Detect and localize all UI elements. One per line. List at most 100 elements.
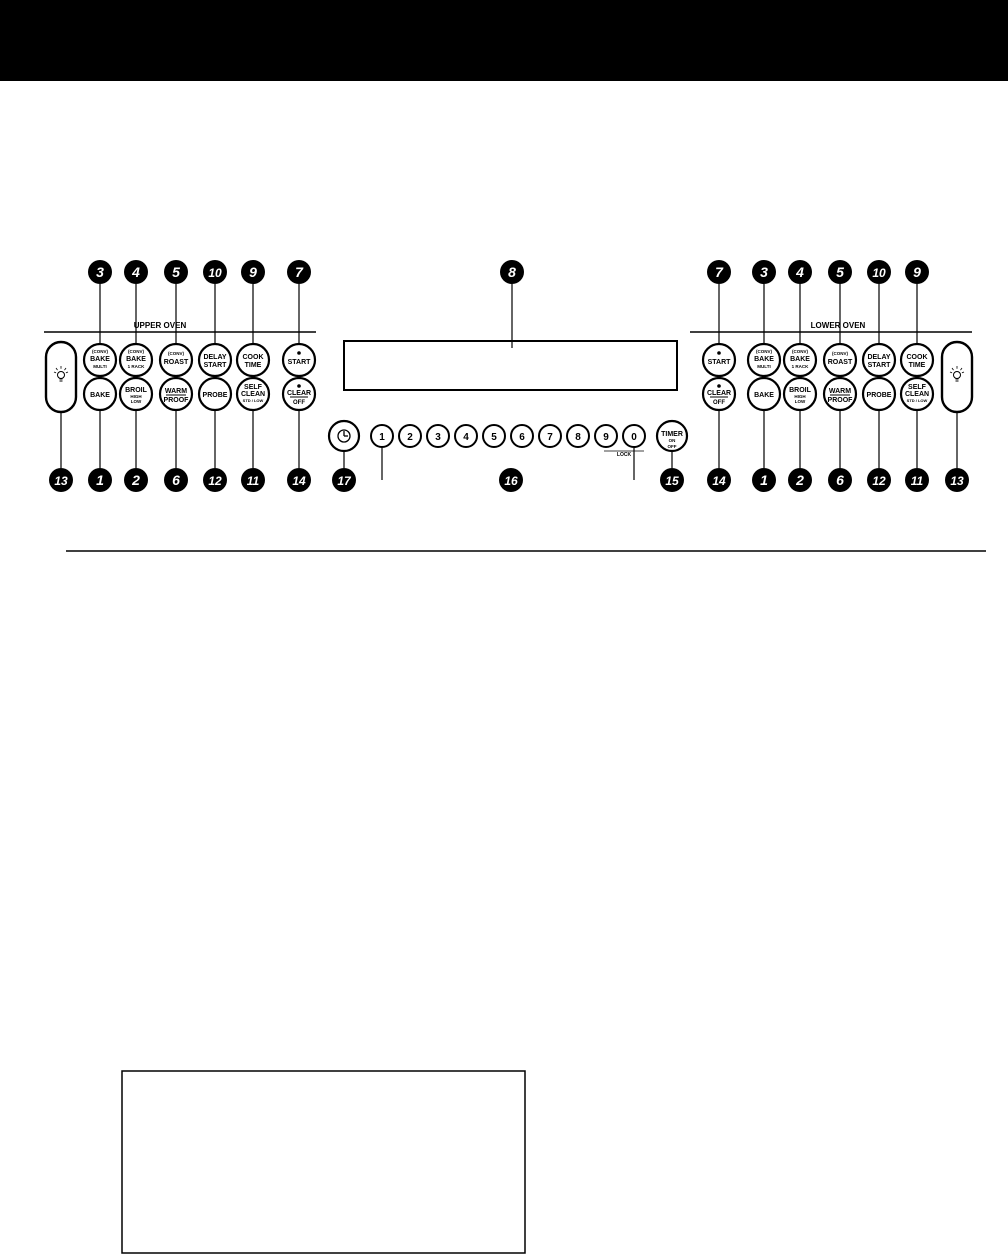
upper-bottom-callout-1-number: 1 xyxy=(96,472,104,488)
upper-self-clean-button-l1: SELF xyxy=(244,384,263,391)
upper-bottom-callout-6: 6 xyxy=(164,468,188,492)
upper-warm-proof-button-l1: WARM xyxy=(165,388,187,395)
note-box xyxy=(121,1070,526,1254)
display-callout-number: 8 xyxy=(508,264,516,280)
lower-conv-bake-1rack-button-main: BAKE xyxy=(790,356,810,363)
upper-start-button[interactable]: START xyxy=(281,342,317,378)
lower-bottom-callout-11-number: 11 xyxy=(911,474,924,488)
digit-label: 4 xyxy=(463,432,469,443)
upper-probe-button-l1: PROBE xyxy=(203,392,228,399)
digit-key-3[interactable]: 3 xyxy=(426,424,450,448)
digit-key-7[interactable]: 7 xyxy=(538,424,562,448)
lower-cook-time-button-main: COOK xyxy=(907,354,928,361)
upper-self-clean-button-l3: STD / LOW xyxy=(243,398,264,403)
digit-label: 8 xyxy=(575,432,581,443)
header-bar xyxy=(0,0,1008,81)
digit-key-2[interactable]: 2 xyxy=(398,424,422,448)
upper-conv-roast-button[interactable]: (CONV)ROAST xyxy=(158,342,194,378)
digit-key-1[interactable]: 1 xyxy=(370,424,394,448)
upper-bottom-callout-2-number: 2 xyxy=(131,472,140,488)
digit-key-4[interactable]: 4 xyxy=(454,424,478,448)
upper-conv-bake-1rack-button-sub: 1 RACK xyxy=(128,364,146,369)
upper-probe-button[interactable]: PROBE xyxy=(197,376,233,412)
lower-callout-7: 7 xyxy=(707,260,731,284)
timer-label: TIMER xyxy=(661,431,683,438)
upper-clear-off-button-l2: CLEAR xyxy=(287,390,311,397)
lower-probe-button-l1: PROBE xyxy=(867,392,892,399)
lower-callout-4: 4 xyxy=(788,260,812,284)
upper-oven-label: UPPER OVEN xyxy=(134,321,187,330)
lower-start-button-label: START xyxy=(708,359,732,366)
upper-cook-time-button-sub: TIME xyxy=(245,362,262,369)
lower-self-clean-button-l2: CLEAN xyxy=(905,391,929,398)
clock-callout-number: 17 xyxy=(337,474,352,488)
lower-bottom-callout-1: 1 xyxy=(752,468,776,492)
light-bulb-icon xyxy=(53,366,69,382)
timer-callout: 15 xyxy=(660,468,684,492)
lower-light-button[interactable] xyxy=(940,340,974,414)
lower-conv-roast-button[interactable]: (CONV) ROAST xyxy=(822,342,858,378)
lower-bottom-callout-14: 14 xyxy=(707,468,731,492)
upper-callout-3: 3 xyxy=(88,260,112,284)
timer-on-label: ON xyxy=(669,438,676,443)
lower-conv-roast-button-top: (CONV) xyxy=(832,351,848,356)
lower-conv-roast-button-main: ROAST xyxy=(828,359,853,366)
digits-callout: 16 xyxy=(499,468,523,492)
upper-callout-7-number: 7 xyxy=(295,264,304,280)
digits-callout-number: 16 xyxy=(504,474,518,488)
digit-key-6[interactable]: 6 xyxy=(510,424,534,448)
display-callout: 8 xyxy=(500,260,524,284)
lower-callout-7-number: 7 xyxy=(715,264,724,280)
lower-clear-off-button-l3: OFF xyxy=(713,400,725,406)
upper-bottom-callout-12-number: 12 xyxy=(208,474,222,488)
upper-bake-button[interactable]: BAKE xyxy=(82,376,118,412)
digit-key-0[interactable]: 0 xyxy=(622,424,646,448)
upper-bottom-callout-13: 13 xyxy=(49,468,73,492)
lower-start-button[interactable]: START xyxy=(701,342,737,378)
upper-start-button-label: START xyxy=(288,359,312,366)
upper-light-button[interactable] xyxy=(44,340,78,414)
upper-conv-bake-multi-button-sub: MULTI xyxy=(93,364,106,369)
upper-bottom-callout-13-number: 13 xyxy=(54,474,68,488)
upper-conv-bake-multi-button-top: (CONV) xyxy=(92,349,108,354)
digit-key-9[interactable]: 9 xyxy=(594,424,618,448)
digit-key-8[interactable]: 8 xyxy=(566,424,590,448)
lower-cook-time-button-sub: TIME xyxy=(909,362,926,369)
digit-label: 0 xyxy=(631,432,637,443)
lower-bottom-callout-1-number: 1 xyxy=(760,472,768,488)
lower-probe-button[interactable]: PROBE xyxy=(861,376,897,412)
lower-delay-start-button-main: DELAY xyxy=(867,354,890,361)
lower-callout-10-number: 10 xyxy=(872,266,886,280)
lower-callout-10: 10 xyxy=(867,260,891,284)
digit-label: 6 xyxy=(519,432,525,443)
lock-label: LOCK xyxy=(617,452,632,458)
clock-button[interactable] xyxy=(327,419,361,453)
lower-bake-button[interactable]: BAKE xyxy=(746,376,782,412)
digit-label: 1 xyxy=(379,432,385,443)
lower-bottom-callout-2: 2 xyxy=(788,468,812,492)
upper-callout-10: 10 xyxy=(203,260,227,284)
digit-key-5[interactable]: 5 xyxy=(482,424,506,448)
lower-self-clean-button-l1: SELF xyxy=(908,384,927,391)
timer-callout-number: 15 xyxy=(665,474,679,488)
lower-callout-9: 9 xyxy=(905,260,929,284)
upper-bottom-callout-14-number: 14 xyxy=(292,474,306,488)
